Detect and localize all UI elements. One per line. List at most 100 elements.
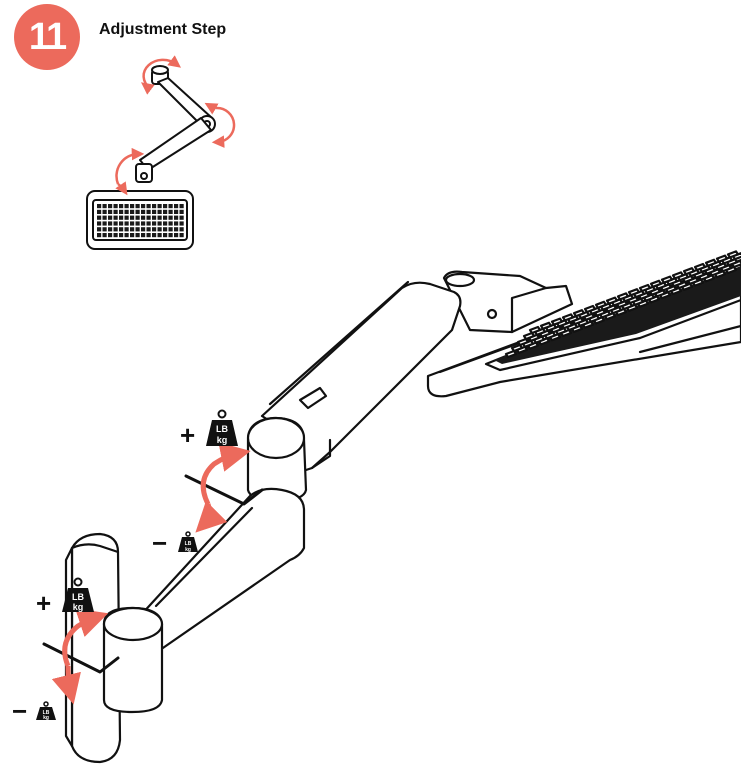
key <box>693 262 707 272</box>
key <box>124 215 129 220</box>
rotate-arrow-icon <box>51 665 81 705</box>
key <box>135 215 140 220</box>
key <box>168 233 173 238</box>
key <box>157 221 162 226</box>
weight-sign: − <box>152 528 167 558</box>
key <box>550 317 564 326</box>
key <box>108 209 113 214</box>
step-number-badge: 11 <box>14 4 80 70</box>
key <box>141 221 146 226</box>
wall-mount-top-edge <box>70 543 120 554</box>
key <box>649 279 663 288</box>
weight-unit-lb: LB <box>185 541 192 547</box>
key <box>594 300 608 309</box>
key <box>174 215 179 220</box>
weight-unit-lb: LB <box>43 710 50 716</box>
key <box>152 209 157 214</box>
key <box>163 221 168 226</box>
weight-icon-lower-minus: − LB kg <box>12 696 56 726</box>
rotate-arrow-icon <box>115 147 145 185</box>
key <box>516 337 530 347</box>
upper-arm-tip <box>310 438 332 470</box>
tension-arrows <box>51 442 251 705</box>
key <box>130 215 135 220</box>
key <box>168 227 173 232</box>
key <box>522 331 536 341</box>
key <box>113 204 118 209</box>
keyboard-key-grid <box>504 250 741 359</box>
weight-icon-lower-plus: + LB kg <box>36 577 94 618</box>
tilt-bracket-edge <box>510 286 548 334</box>
key <box>146 215 151 220</box>
key <box>141 215 146 220</box>
key <box>119 215 124 220</box>
key <box>119 204 124 209</box>
weight-sign: − <box>12 696 27 726</box>
key <box>179 204 184 209</box>
key <box>102 227 107 232</box>
key <box>572 309 586 318</box>
key <box>135 227 140 232</box>
key <box>130 204 135 209</box>
elbow-joint <box>246 416 308 504</box>
key <box>146 233 151 238</box>
key <box>179 227 184 232</box>
key <box>102 209 107 214</box>
key <box>135 233 140 238</box>
key <box>102 215 107 220</box>
key <box>102 221 107 226</box>
key <box>124 204 129 209</box>
key <box>135 209 140 214</box>
rotate-arrow-icon <box>195 500 228 533</box>
key <box>141 227 146 232</box>
key <box>561 313 575 322</box>
key <box>130 221 135 226</box>
thumb-keyboard-icon <box>92 199 188 241</box>
key <box>616 292 630 301</box>
key <box>638 283 652 293</box>
weight-unit-kg: kg <box>43 715 49 721</box>
rotate-arrow-icon <box>211 106 236 148</box>
key <box>141 233 146 238</box>
key <box>108 221 113 226</box>
key <box>174 221 179 226</box>
key <box>135 221 140 226</box>
key <box>102 204 107 209</box>
key <box>163 227 168 232</box>
key <box>715 254 729 263</box>
key <box>119 233 124 238</box>
key <box>146 227 151 232</box>
key <box>146 209 151 214</box>
key <box>102 233 107 238</box>
key <box>605 296 619 305</box>
key <box>163 215 168 220</box>
key <box>163 233 168 238</box>
weight-sign: + <box>180 420 195 450</box>
key <box>130 227 135 232</box>
upper-arm-top-edge <box>268 280 410 406</box>
key <box>174 233 179 238</box>
tilt-bracket-pin <box>486 308 498 320</box>
weight-unit-lb: LB <box>216 424 228 434</box>
key <box>671 271 685 280</box>
key <box>119 227 124 232</box>
key <box>124 233 129 238</box>
key <box>97 209 102 214</box>
key <box>179 233 184 238</box>
key <box>528 325 542 335</box>
tilt-bracket-body <box>442 270 574 334</box>
key <box>152 221 157 226</box>
key <box>504 349 518 359</box>
shoulder-joint <box>102 606 164 714</box>
thumb-top-cap <box>151 65 169 75</box>
rotate-arrow-icon <box>62 608 109 667</box>
key <box>97 221 102 226</box>
key <box>119 209 124 214</box>
key <box>113 209 118 214</box>
key <box>135 204 140 209</box>
keyboard-tray-front <box>638 324 741 354</box>
lower-arm <box>138 487 306 652</box>
key <box>726 250 740 259</box>
key <box>146 204 151 209</box>
